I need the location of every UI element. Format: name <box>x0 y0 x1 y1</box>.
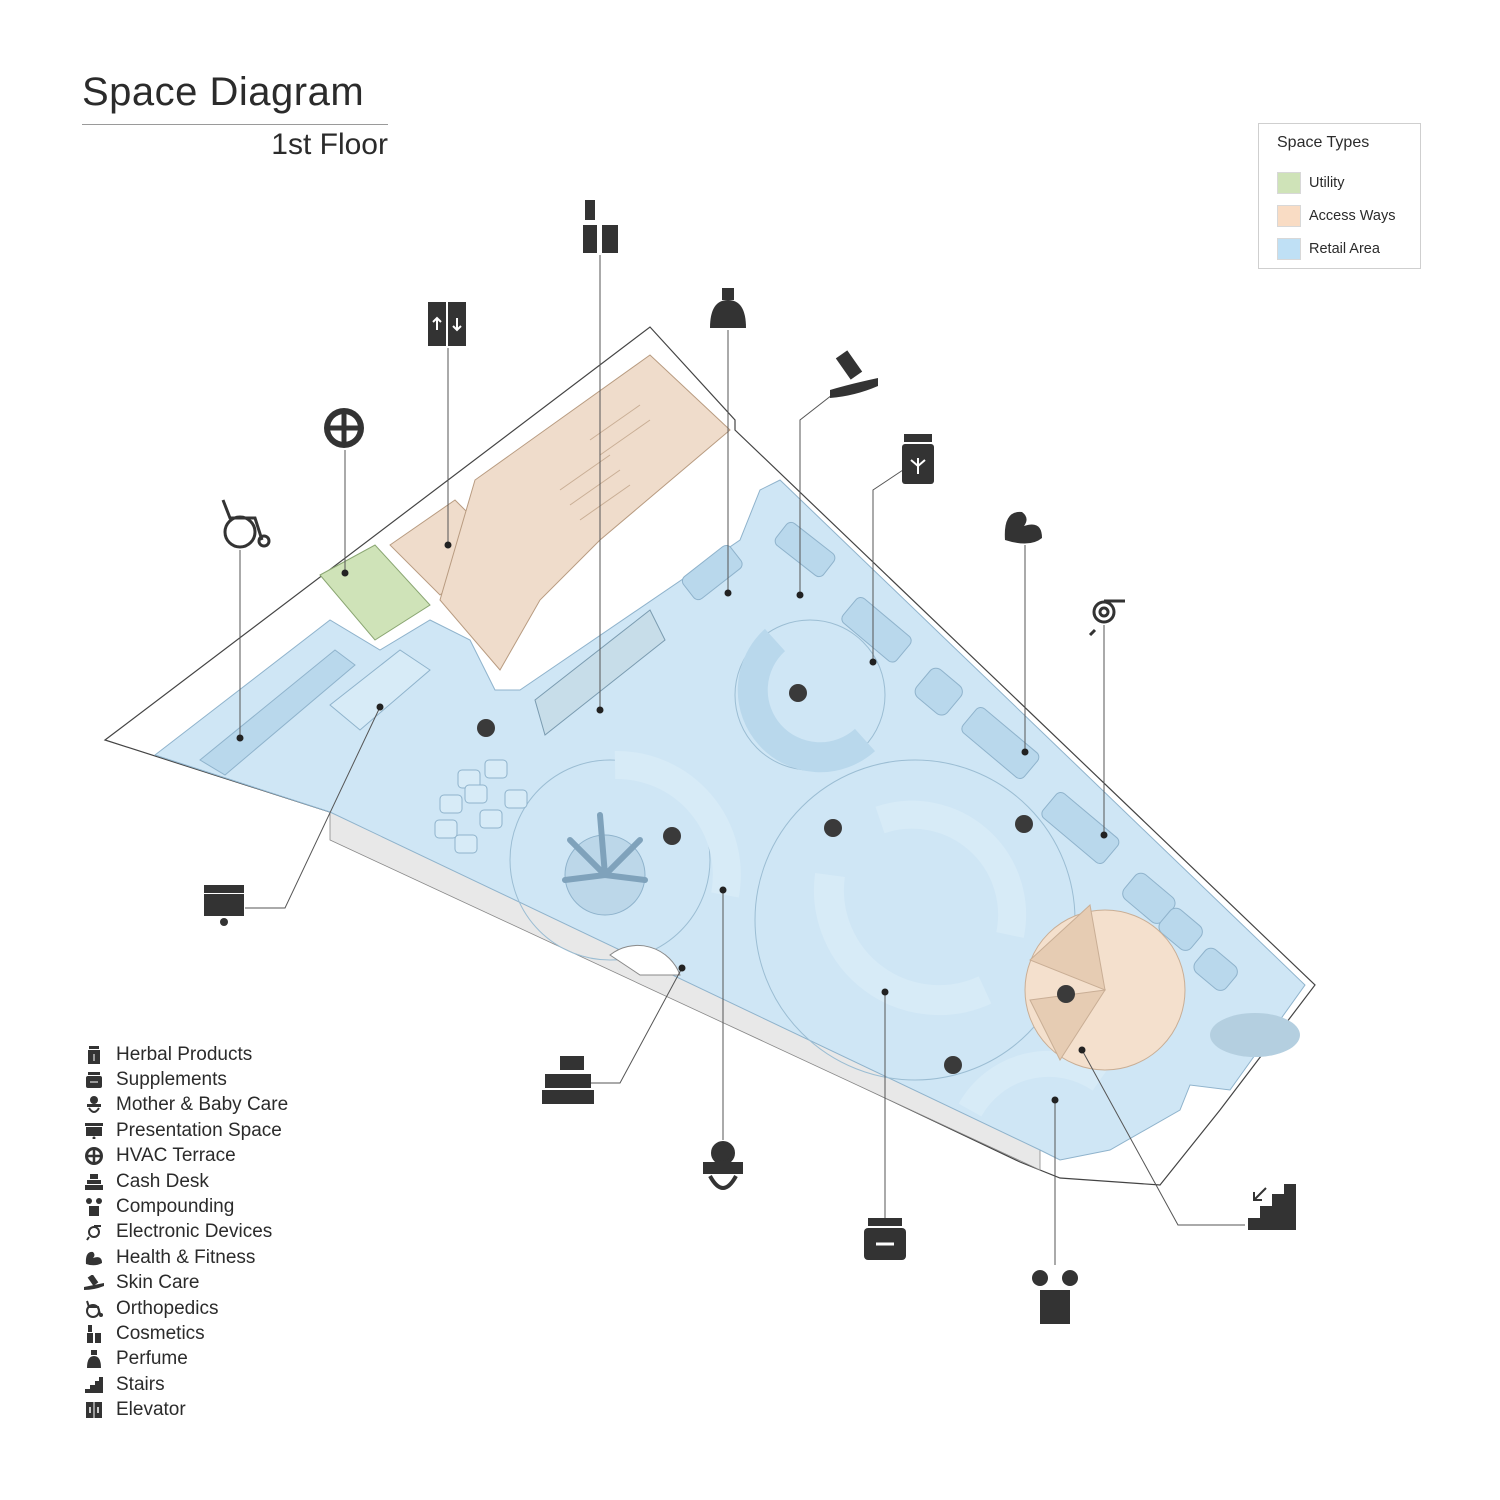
central-counter-inner <box>875 800 1027 938</box>
pacifier-icon <box>84 1096 104 1114</box>
access-ways-swatch <box>1277 204 1301 227</box>
orthopedics-counter <box>199 649 356 776</box>
herbal-jar-icon <box>902 434 934 484</box>
presentation-board-icon <box>84 1122 104 1140</box>
legend-item-electronic-devices: Electronic Devices <box>84 1220 384 1245</box>
cable-icon <box>84 1223 104 1241</box>
legend-label: HVAC Terrace <box>116 1145 236 1167</box>
legend-label: Supplements <box>116 1069 227 1091</box>
seating-group <box>434 759 528 854</box>
zone-circle-center <box>509 759 711 961</box>
cream-hand-icon <box>830 350 878 398</box>
hedge-plants <box>1210 1013 1300 1057</box>
category-legend: Herbal Products Supplements Mother & Bab… <box>84 1042 384 1423</box>
pacifier-icon <box>703 1141 743 1190</box>
legend-item-compounding: Compounding <box>84 1194 384 1219</box>
compounding-counter <box>958 1050 1108 1117</box>
plant-icon <box>562 812 648 883</box>
legend-label: Compounding <box>116 1196 235 1218</box>
legend-label: Electronic Devices <box>116 1221 273 1243</box>
fan-icon <box>324 408 364 448</box>
legend-item-supplements: Supplements <box>84 1067 384 1092</box>
legend-label: Stairs <box>116 1373 165 1395</box>
legend-label: Utility <box>1309 174 1345 191</box>
presentation-counter <box>329 649 431 731</box>
cable-icon <box>1088 599 1125 637</box>
retail-floor <box>153 479 1306 1161</box>
legend-label: Cash Desk <box>116 1170 209 1192</box>
legend-item-skin-care: Skin Care <box>84 1271 384 1296</box>
legend-item-presentation-space: Presentation Space <box>84 1118 384 1143</box>
retail-area-swatch <box>1277 237 1301 260</box>
legend-label: Retail Area <box>1309 240 1380 257</box>
legend-label: Orthopedics <box>116 1297 219 1319</box>
space-types-title: Space Types <box>1277 134 1370 151</box>
legend-label: Skin Care <box>116 1272 200 1294</box>
lipstick-icon <box>583 200 618 253</box>
legend-item-stairs: Stairs <box>84 1372 384 1397</box>
legend-label: Herbal Products <box>116 1043 253 1065</box>
stairs-icon <box>1248 1184 1296 1230</box>
supplement-jar-icon <box>864 1218 906 1260</box>
muscle-icon <box>1004 511 1042 544</box>
legend-label: Mother & Baby Care <box>116 1094 289 1116</box>
perfume-bottle-icon <box>84 1350 104 1369</box>
stair-steps <box>559 404 651 521</box>
legend-item-cosmetics: Cosmetics <box>84 1321 384 1346</box>
legend-label: Perfume <box>116 1348 188 1370</box>
elevator-icon <box>428 302 466 346</box>
presentation-board-icon <box>204 885 244 926</box>
cash-register-icon <box>84 1173 104 1191</box>
leader-dots <box>236 541 1108 1104</box>
space-types-legend: Space Types Utility Access Ways Retail A… <box>1258 123 1421 269</box>
leader-lines <box>239 255 1245 1265</box>
legend-item-mother-baby-care: Mother & Baby Care <box>84 1093 384 1118</box>
wall-shelving <box>681 521 1238 991</box>
legend-item-health-fitness: Health & Fitness <box>84 1245 384 1270</box>
legend-label: Presentation Space <box>116 1119 282 1141</box>
legend-item-retail-area: Retail Area <box>1277 232 1420 265</box>
fan-icon <box>84 1147 104 1166</box>
page-title: Space Diagram <box>82 70 365 114</box>
legend-item-herbal-products: Herbal Products <box>84 1042 384 1067</box>
cream-hand-icon <box>84 1274 104 1292</box>
legend-label: Access Ways <box>1309 207 1396 224</box>
legend-item-utility: Utility <box>1277 166 1420 199</box>
supplement-jar-icon <box>84 1071 104 1089</box>
wheelchair-icon <box>84 1300 104 1318</box>
legend-label: Cosmetics <box>116 1322 205 1344</box>
legend-label: Health & Fitness <box>116 1246 256 1268</box>
stairwell <box>439 354 731 671</box>
legend-item-access-ways: Access Ways <box>1277 199 1420 232</box>
herbal-jar-icon <box>84 1045 104 1064</box>
legend-label: Elevator <box>116 1399 186 1421</box>
supplements-counter <box>737 628 876 773</box>
legend-item-cash-desk: Cash Desk <box>84 1169 384 1194</box>
elevator-icon <box>84 1401 104 1419</box>
legend-item-perfume: Perfume <box>84 1347 384 1372</box>
lipstick-icon <box>84 1324 104 1343</box>
perfume-bottle-icon <box>710 288 746 328</box>
legend-item-orthopedics: Orthopedics <box>84 1296 384 1321</box>
legend-item-elevator: Elevator <box>84 1397 384 1422</box>
wheelchair-icon <box>221 499 271 549</box>
baby-care-counter <box>614 750 741 898</box>
pills-cup-icon <box>1032 1270 1078 1324</box>
people-figures <box>477 684 1075 1074</box>
title-divider <box>82 124 388 125</box>
cash-register-icon <box>542 1056 594 1104</box>
stairs-icon <box>84 1376 104 1394</box>
floor-subtitle: 1st Floor <box>271 128 388 161</box>
utility-swatch <box>1277 171 1301 194</box>
utility-room <box>319 544 431 641</box>
pills-cup-icon <box>84 1198 104 1217</box>
central-counter-outer <box>813 872 992 1016</box>
muscle-icon <box>84 1249 104 1267</box>
legend-item-hvac-terrace: HVAC Terrace <box>84 1144 384 1169</box>
